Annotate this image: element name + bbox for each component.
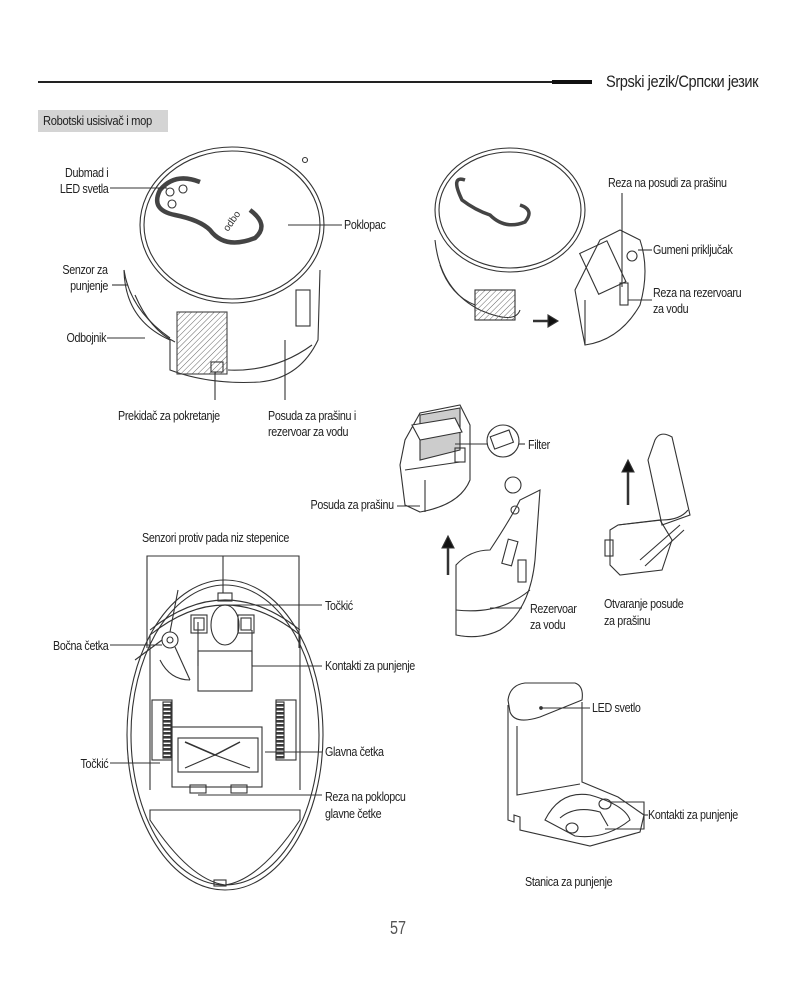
language-header: Srpski jezik/Српски језик <box>606 72 759 91</box>
label-cover: Poklopac <box>344 218 386 232</box>
label-bumper: Odbojnik <box>66 331 106 345</box>
label-caster-wheel: Točkić <box>325 599 353 613</box>
label-main-brush: Glavna četka <box>325 745 384 759</box>
label-power-switch: Prekidač za pokretanje <box>118 409 220 423</box>
label-water-tank-2: za vodu <box>530 618 566 632</box>
dustbin-illustration <box>397 404 541 638</box>
label-charging-sensor-2: punjenje <box>70 279 108 293</box>
label-tank-latch-1: Reza na rezervoaru <box>653 286 742 300</box>
label-charging-sensor-1: Senzor za <box>62 263 109 277</box>
label-buttons-led-2: LED svetla <box>59 182 108 196</box>
label-rubber-plug: Gumeni priključak <box>653 243 733 257</box>
robot-bottom-illustration <box>110 555 324 891</box>
label-dustbin: Posuda za prašinu <box>310 498 395 512</box>
label-filter: Filter <box>528 438 550 452</box>
label-dustbin-latch: Reza na posudi za prašinu <box>608 176 727 190</box>
label-brush-cover-latch-2: glavne četke <box>325 807 382 821</box>
section-title: Robotski usisivač i mop <box>43 113 152 128</box>
robot-removal-illustration <box>434 147 652 346</box>
label-wheel: Točkić <box>80 757 108 771</box>
label-charging-contacts: Kontakti za punjenje <box>325 659 415 673</box>
label-water-tank-1: Rezervoar <box>530 602 577 616</box>
label-cliff-sensors: Senzori protiv pada niz stepenice <box>142 531 290 545</box>
label-brush-cover-latch-1: Reza na poklopcu <box>325 790 406 804</box>
header-rule-accent <box>552 80 592 84</box>
page-number: 57 <box>390 918 407 938</box>
section-tag: Robotski usisivač i mop <box>38 110 168 132</box>
label-dustbin-tank-2: rezervoar za vodu <box>268 425 349 439</box>
label-open-dustbin-1: Otvaranje posude <box>604 597 684 611</box>
robot-top-illustration: odbo <box>107 146 342 400</box>
station-caption: Stanica za punjenje <box>525 875 613 889</box>
label-buttons-led-1: Dubmad i <box>64 166 109 180</box>
label-dustbin-tank-1: Posuda za prašinu i <box>268 409 356 423</box>
label-open-dustbin-2: za prašinu <box>604 614 651 628</box>
label-side-brush: Bočna četka <box>52 639 109 653</box>
dustbin-open-illustration <box>604 433 691 576</box>
label-tank-latch-2: za vodu <box>653 302 689 316</box>
label-station-led: LED svetlo <box>592 701 641 715</box>
header-rule <box>38 81 558 83</box>
charging-station-illustration <box>507 682 648 847</box>
svg-text:odbo: odbo <box>221 209 243 234</box>
label-station-contacts: Kontakti za punjenje <box>648 808 738 822</box>
